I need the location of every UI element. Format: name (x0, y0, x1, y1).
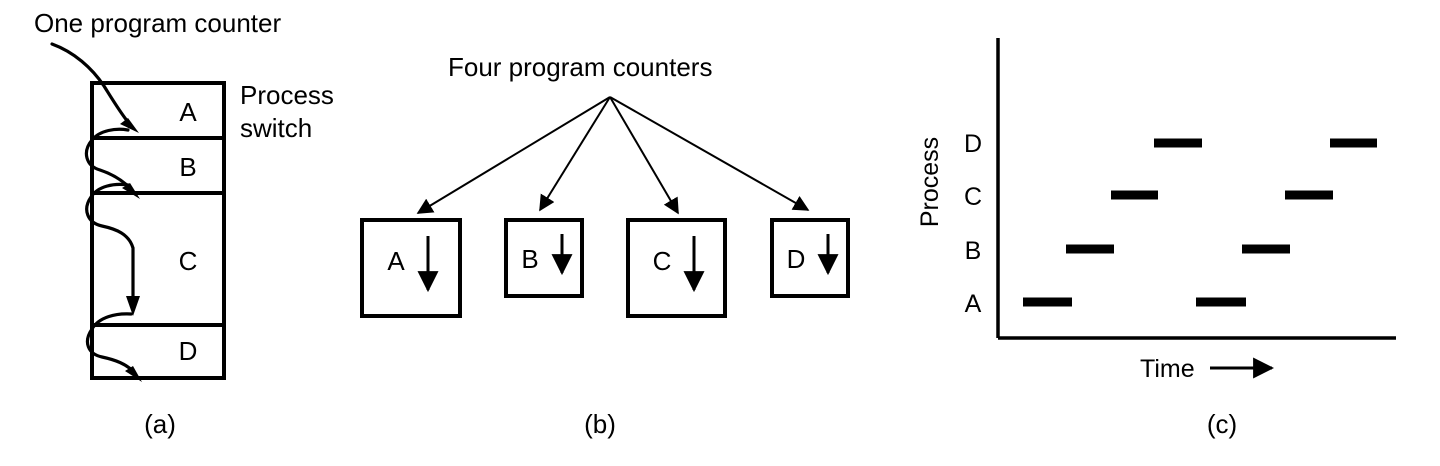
panel-a: One program counter A B C D (34, 8, 334, 439)
fan-arrow-to-b (539, 96, 611, 212)
panel-a-caption: (a) (144, 409, 176, 439)
panel-b-title: Four program counters (448, 52, 712, 82)
program-counter-arrowhead-d (125, 366, 142, 382)
x-axis-label: Time (1140, 355, 1195, 383)
panel-a-title: One program counter (34, 8, 281, 38)
timeline-bars (1023, 138, 1377, 307)
process-box-label-b: B (521, 244, 538, 274)
y-tick-label-d: D (964, 130, 982, 158)
fan-arrow-to-a (416, 96, 611, 214)
panel-b-caption: (b) (584, 409, 616, 439)
program-counter-lead-in (50, 42, 130, 124)
process-box-c: C (626, 218, 727, 318)
program-counter-arrowhead-b (122, 183, 140, 199)
fan-arrow-to-c (609, 96, 679, 215)
panel-c-caption: (c) (1207, 409, 1237, 439)
process-box-a: A (360, 218, 462, 318)
process-box-d: D (770, 218, 850, 298)
process-box-b: B (504, 218, 584, 298)
memory-segment-label-b: B (179, 152, 196, 182)
y-tick-label-b: B (965, 237, 982, 265)
timeline-run-d-2 (1330, 138, 1377, 148)
panel-b: Four program counters A B C (360, 52, 850, 439)
program-counter-arrowhead-a (120, 118, 139, 133)
process-switch-note-line1: Process (240, 80, 334, 110)
timeline-run-c-2 (1285, 190, 1333, 200)
y-tick-label-a: A (965, 290, 982, 318)
process-switch-note-line2: switch (240, 113, 312, 143)
y-tick-label-c: C (964, 183, 982, 211)
timeline-run-b-2 (1242, 244, 1290, 254)
process-box-label-a: A (387, 246, 405, 276)
process-switch-loop-b-c (85, 182, 135, 302)
memory-box (90, 81, 226, 380)
timeline-run-b-1 (1066, 244, 1114, 254)
memory-segment-label-d: D (179, 336, 198, 366)
process-switch-loop-a-b (84, 127, 132, 190)
y-axis-label: Process (916, 137, 944, 227)
timeline-run-a-2 (1196, 297, 1246, 307)
timeline-run-c-1 (1111, 190, 1158, 200)
memory-segment-label-a: A (179, 97, 197, 127)
timeline-run-d-1 (1154, 138, 1202, 148)
process-box-label-c: C (653, 246, 672, 276)
process-switch-loop-c-d (85, 312, 136, 374)
panel-c: Process D C B A Time (c) (916, 38, 1396, 439)
memory-segment-label-c: C (179, 246, 198, 276)
process-box-label-d: D (787, 244, 806, 274)
program-counter-arrowhead-c (126, 296, 140, 316)
fan-arrow-to-d (609, 96, 810, 211)
timeline-run-a-1 (1023, 297, 1072, 307)
